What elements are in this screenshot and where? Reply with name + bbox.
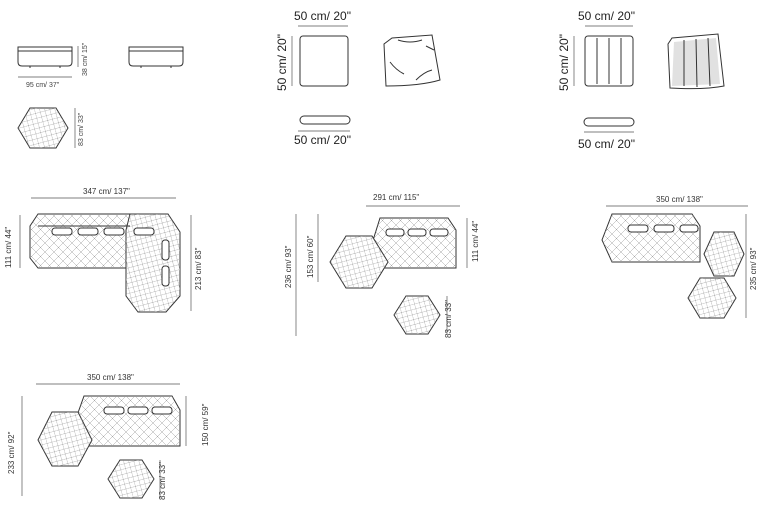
cushion-b-side-label: 50 cm/ 20" [557,34,571,91]
config-2-pouf: 83 cm/ 33" [393,295,453,338]
pouf-top-view: 83 cm/ 33" [17,107,85,149]
pouf-width-label: 95 cm/ 37" [26,82,60,89]
cushion-b-front-view [584,35,634,87]
config-4-pouf: 83 cm/ 33" [107,459,167,500]
pouf-height-dimension: 38 cm/ 15" [77,42,89,76]
cushion-b-bottom-label: 50 cm/ 20" [578,137,635,151]
config-4-sofa-plan [37,395,181,467]
cushion-a-front-view [299,35,349,87]
config-3-sofa-plan [601,213,745,319]
config-2-right-depth-label: 111 cm/ 44" [471,221,480,262]
config-1-width-label: 347 cm/ 137" [83,187,130,196]
cushion-b-dims: 50 cm/ 20" 50 cm/ 20" [557,9,635,91]
config-2-outer-depth-label: 236 cm/ 93" [284,245,293,288]
pouf-width-dimension: 95 cm/ 37" [18,76,72,89]
config-1-depth-right: 213 cm/ 83" [190,215,203,311]
config-3-depth-label: 235 cm/ 93" [749,247,758,290]
config-2-sofa-plan [329,217,457,289]
pouf-height-label: 38 cm/ 15" [82,42,89,76]
config-1-depth-left: 111 cm/ 44" [4,215,21,268]
config-2-width-label: 291 cm/ 115" [373,193,419,202]
config-4-left-depth-label: 233 cm/ 92" [7,431,16,474]
config-1-depth-left-label: 111 cm/ 44" [4,227,13,268]
cushion-a-perspective-view [383,34,441,87]
config-4-right-depth: 150 cm/ 59" [185,396,210,446]
cushion-a-dims: 50 cm/ 20" 50 cm/ 20" [275,9,351,91]
config-1-sofa-plan [29,213,181,313]
cushion-a-side-label: 50 cm/ 20" [275,34,289,91]
config-4-width-label: 350 cm/ 138" [87,373,134,382]
config-2-pouf-label: 83 cm/ 33" [444,300,453,338]
cushion-a-bottom-label: 50 cm/ 20" [294,133,351,147]
config-1-width-dimension: 347 cm/ 137" [31,187,176,199]
pouf-side-view [128,46,184,68]
config-2-outer-depth: 236 cm/ 93" [284,214,297,336]
config-4-pouf-label: 83 cm/ 33" [158,462,167,500]
config-3-depth: 235 cm/ 93" [745,214,758,318]
config-1-depth-right-label: 213 cm/ 83" [194,247,203,290]
config-2-inner-depth: 153 cm/ 60" [306,214,319,282]
pouf-depth-label: 83 cm/ 33" [78,112,85,146]
config-3-width-dimension: 350 cm/ 138" [606,195,748,207]
config-2-right-depth: 111 cm/ 44" [466,218,480,268]
config-4-width-dimension: 350 cm/ 138" [36,373,180,385]
cushion-a-side-profile: 50 cm/ 20" [294,115,351,147]
cushion-b-perspective-view [667,33,725,90]
config-3-width-label: 350 cm/ 138" [656,195,703,204]
config-2-width-dimension: 291 cm/ 115" [366,193,460,207]
cushion-b-side-profile: 50 cm/ 20" [578,117,635,151]
pouf-front-view [17,46,73,68]
config-2-inner-depth-label: 153 cm/ 60" [306,235,315,278]
config-4-left-depth: 233 cm/ 92" [7,396,23,496]
cushion-b-top-label: 50 cm/ 20" [578,9,635,23]
cushion-a-top-label: 50 cm/ 20" [294,9,351,23]
config-4-right-depth-label: 150 cm/ 59" [201,403,210,446]
